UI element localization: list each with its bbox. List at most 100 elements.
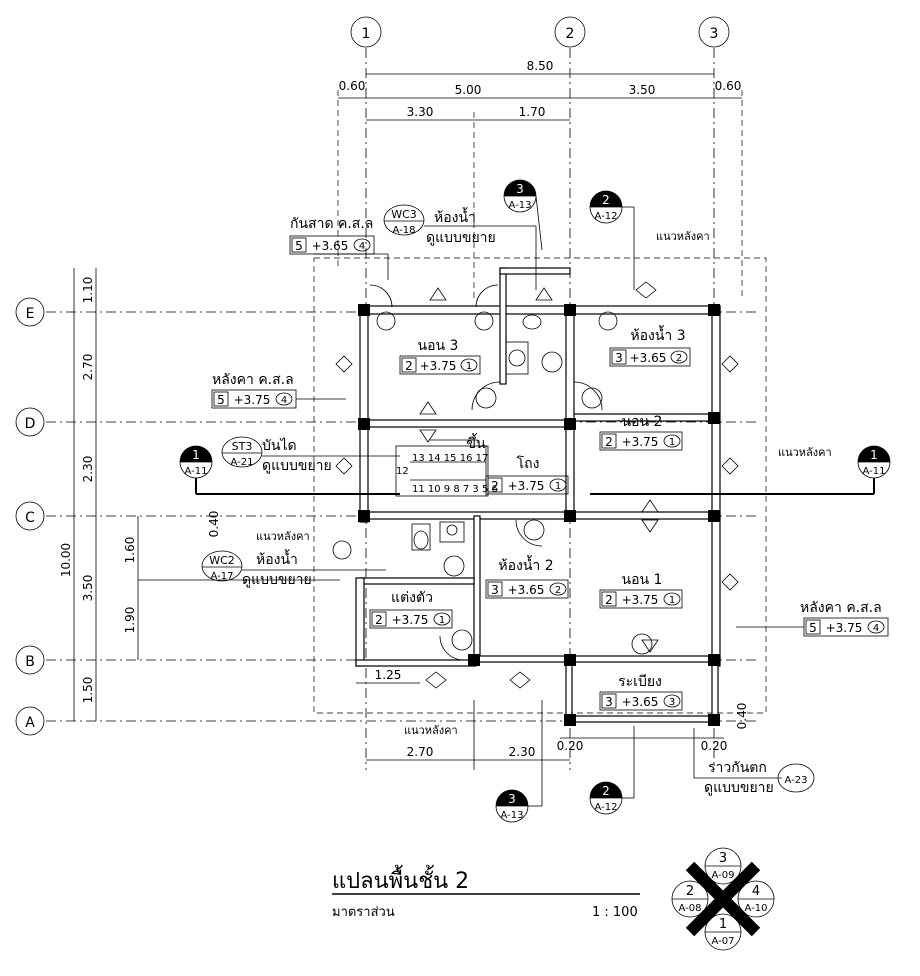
- bottom-dimensions: 2.70 2.30 1.25 0.20 0.20 0.40: [356, 668, 749, 770]
- tag-bath2-level: +3.65: [508, 583, 545, 597]
- tag-balcony-mat: 3: [669, 697, 675, 708]
- dim-bot-23: 2.30: [509, 745, 536, 759]
- tag-roofr-mat: 4: [873, 623, 879, 634]
- dim-bot-020b: 0.20: [701, 739, 728, 753]
- key-3-num: 3: [719, 851, 727, 866]
- note-roofline-4: แนวหลังคา: [404, 724, 458, 737]
- tag-bed3-level: +3.75: [420, 359, 457, 373]
- sec-2-top-num: 2: [602, 193, 610, 207]
- sec-2-bot-num: 2: [602, 784, 610, 798]
- tag-bed2-mat: 1: [669, 437, 675, 448]
- wc3-id: WC3: [391, 208, 417, 221]
- grid-col-2: 2: [566, 26, 575, 42]
- sec-1-right-num: 1: [870, 448, 878, 462]
- tag-roofl-level: +3.75: [234, 393, 271, 407]
- wc2-sheet: A-17: [211, 571, 234, 582]
- tag-roofr-num: 5: [809, 621, 817, 635]
- sec-3-top-sheet: A-13: [509, 200, 532, 211]
- grid-column-bubbles: 1 2 3: [350, 16, 730, 48]
- tag-hall-level: +3.75: [508, 479, 545, 493]
- tag-hall: 2 +3.75 1: [485, 475, 569, 495]
- dim-top-17: 1.70: [519, 105, 546, 119]
- room-stair-up: ขึ้น: [466, 433, 486, 452]
- dim-side-350: 3.50: [81, 575, 95, 602]
- tag-bed3: 2 +3.75 1: [399, 355, 481, 375]
- tag-bath2: 3 +3.65 2: [485, 579, 569, 599]
- tag-bath3-level: +3.65: [630, 351, 667, 365]
- note-roofline-1: แนวหลังคา: [256, 530, 310, 543]
- key-2-sheet: A-08: [679, 903, 702, 914]
- note-rail-b: ดูแบบขยาย: [704, 780, 774, 796]
- dim-top-total: 8.50: [527, 59, 554, 73]
- key-1-num: 1: [719, 917, 727, 932]
- tag-bed2: 2 +3.75 1: [599, 431, 683, 451]
- sec-1-left-sheet: A-11: [185, 466, 208, 477]
- note-roofline-3: แนวหลังคา: [778, 446, 832, 459]
- tag-roofl-mat: 4: [281, 395, 287, 406]
- scale-label: มาตราส่วน: [332, 905, 395, 920]
- key-plan: 3 A-09 2 A-08 4 A-10 1 A-07: [671, 847, 775, 951]
- note-roof-right: หลังคา ค.ส.ล: [800, 600, 882, 616]
- room-bed1: นอน 1: [622, 572, 663, 588]
- room-balcony: ระเบียง: [618, 674, 662, 690]
- wc2-id: WC2: [209, 554, 235, 567]
- note-rail-a: ราวกันตก: [708, 760, 767, 776]
- tag-bath3-num: 3: [615, 351, 623, 365]
- tag-dressing: 2 +3.75 1: [369, 609, 453, 629]
- dim-top-33: 3.30: [407, 105, 434, 119]
- room-labels: นอน 3 นอน 2 นอน 1 ห้องน้ำ 3 ห้องน้ำ 2 ขึ…: [391, 325, 686, 690]
- dim-side-160: 1.60: [123, 537, 137, 564]
- left-dimensions: 10.00 1.10 2.70 2.30 3.50 1.50 1.60 1.90…: [59, 268, 340, 721]
- tag-roof-left: 5 +3.75 4: [211, 389, 346, 409]
- sec-3-top-num: 3: [516, 182, 524, 196]
- key-4-sheet: A-10: [745, 903, 768, 914]
- grid-col-1: 1: [362, 26, 371, 42]
- grid-row-bubbles: E D C B A: [15, 297, 45, 736]
- tag-eave-num: 5: [295, 239, 303, 253]
- grid-row-d: D: [25, 416, 36, 432]
- tag-bed2-num: 2: [605, 435, 613, 449]
- tag-eave-level: +3.65: [312, 239, 349, 253]
- sec-2-bot-sheet: A-12: [595, 802, 618, 813]
- grid-row-b: B: [25, 654, 35, 670]
- sec-3-bot-sheet: A-13: [501, 810, 524, 821]
- room-bed3: นอน 3: [418, 338, 459, 354]
- room-bath3: ห้องน้ำ 3: [630, 325, 685, 344]
- top-dimensions: 8.50 0.60 0.60 5.00 3.50 3.30 1.70: [337, 59, 743, 300]
- tag-roof-right: 5 +3.75 4: [736, 617, 889, 637]
- section-markers: 3 A-13 2 A-12 1 A-11 1 A-11 3 A-13: [179, 179, 891, 823]
- key-1-sheet: A-07: [712, 936, 735, 947]
- stair-steps-top: 13 14 15 16 17: [412, 453, 488, 464]
- dim-side-150: 1.50: [81, 677, 95, 704]
- walls: [355, 267, 721, 726]
- drawing-title: แปลนพื้นชั้น 2: [332, 865, 469, 894]
- note-wc3-a: ห้องน้ำ: [434, 207, 476, 226]
- key-3-sheet: A-09: [712, 870, 735, 881]
- grid-row-e: E: [26, 306, 35, 322]
- note-roof-left: หลังคา ค.ส.ล: [212, 372, 294, 388]
- tag-bed3-num: 2: [405, 359, 413, 373]
- key-2-num: 2: [686, 884, 694, 899]
- grid-col-3: 3: [710, 26, 719, 42]
- callouts: กันสาด ค.ส.ล WC3 A-18 ห้องน้ำ ดูแบบขยาย …: [201, 204, 882, 796]
- dim-side-190: 1.90: [123, 607, 137, 634]
- tag-bed1-level: +3.75: [622, 593, 659, 607]
- tag-balcony: 3 +3.65 3: [599, 691, 683, 711]
- sec-1-right-sheet: A-11: [863, 466, 886, 477]
- tag-hall-mat: 1: [555, 481, 561, 492]
- room-dressing: แต่งตัว: [391, 590, 433, 606]
- dim-bot-27: 2.70: [407, 745, 434, 759]
- tag-bath3: 3 +3.65 2: [609, 347, 691, 367]
- tag-bath2-mat: 2: [555, 585, 561, 596]
- dim-side-230: 2.30: [81, 456, 95, 483]
- tag-roofr-level: +3.75: [826, 621, 863, 635]
- note-wc3-b: ดูแบบขยาย: [426, 230, 496, 246]
- tag-balcony-level: +3.65: [622, 695, 659, 709]
- note-wc2-a: ห้องน้ำ: [256, 549, 298, 568]
- bathroom-fixtures: [411, 314, 542, 551]
- sec-3-bot-num: 3: [508, 792, 516, 806]
- wc3-sheet: A-18: [393, 225, 416, 236]
- note-roofline-2: แนวหลังคา: [656, 230, 710, 243]
- tag-balcony-num: 3: [605, 695, 613, 709]
- dim-bot-125: 1.25: [375, 668, 402, 682]
